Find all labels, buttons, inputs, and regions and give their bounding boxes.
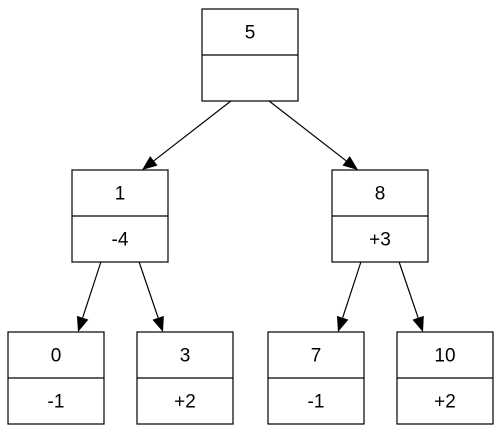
tree-node-0: 0 -1 <box>7 331 105 425</box>
edge-line <box>138 261 159 318</box>
tree-node-1: 1 -4 <box>71 169 169 263</box>
arrow-head-icon <box>336 315 349 332</box>
node-balance: -1 <box>48 392 65 413</box>
node-key: 7 <box>311 346 322 367</box>
edges-layer <box>76 100 424 332</box>
edge-1-to-3 <box>138 261 164 332</box>
edge-line <box>398 261 419 318</box>
tree-node-7: 7 -1 <box>267 331 365 425</box>
arrow-head-icon <box>76 315 89 332</box>
tree-node-8: 8 +3 <box>331 169 429 263</box>
node-balance: -1 <box>308 392 325 413</box>
tree-node-3: 3 +2 <box>136 331 234 425</box>
edge-8-to-10 <box>398 261 424 332</box>
edge-line <box>342 261 362 318</box>
node-balance: +3 <box>369 230 391 251</box>
node-key: 3 <box>180 346 191 367</box>
arrow-head-icon <box>142 156 158 170</box>
node-balance: -4 <box>112 230 129 251</box>
edge-5-to-1 <box>142 100 232 170</box>
tree-node-5: 5 <box>201 8 299 102</box>
tree-node-10: 10 +2 <box>396 331 494 425</box>
edge-1-to-0 <box>76 261 102 332</box>
node-key: 5 <box>245 23 256 44</box>
node-balance: +2 <box>434 392 456 413</box>
edge-line <box>153 100 232 162</box>
edge-line <box>82 261 102 318</box>
node-key: 0 <box>51 346 62 367</box>
arrow-head-icon <box>342 156 358 170</box>
node-key: 1 <box>115 184 126 205</box>
edge-8-to-7 <box>336 261 362 332</box>
node-key: 10 <box>434 346 455 367</box>
nodes-layer: 5 1 -4 8 +3 0 -1 3 +2 7 -1 10 +2 <box>7 8 494 425</box>
edge-5-to-8 <box>268 100 358 170</box>
node-key: 8 <box>375 184 386 205</box>
node-balance: +2 <box>174 392 196 413</box>
edge-line <box>268 100 347 162</box>
arrow-head-icon <box>412 315 424 332</box>
arrow-head-icon <box>152 315 164 332</box>
